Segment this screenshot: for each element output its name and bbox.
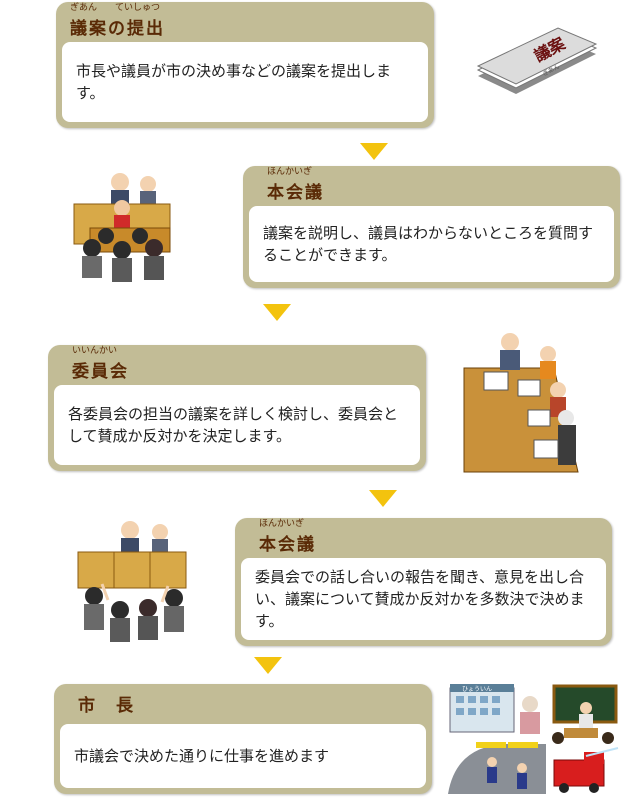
flow-arrow bbox=[263, 304, 291, 321]
city-services-illustration: ひょういん bbox=[446, 682, 622, 796]
plenary-assembly-illustration bbox=[70, 170, 180, 288]
step-title-ruby: いいんかい bbox=[72, 346, 129, 357]
committee-meeting-illustration bbox=[462, 328, 584, 476]
step-title-text: 本会議 bbox=[267, 178, 324, 203]
step-card-mayor: 市 長 市議会で決めた通りに仕事を進めます bbox=[54, 684, 432, 794]
step-title: いいんかい 委員会 bbox=[72, 345, 129, 383]
step-title-ruby: ぎあん ていしゅつ bbox=[70, 3, 165, 14]
step-title-text: 委員会 bbox=[72, 357, 129, 382]
step-description: 市長や議員が市の決め事などの議案を提出します。 bbox=[62, 42, 428, 122]
step-title-ruby: ほんかいぎ bbox=[259, 519, 316, 530]
step-description: 議案を説明し、議員はわからないところを質問することができます。 bbox=[249, 206, 614, 282]
step-card-plenary: ほんかいぎ 本会議 議案を説明し、議員はわからないところを質問することができます… bbox=[243, 166, 620, 288]
step-title-text: 市 長 bbox=[78, 691, 135, 716]
step-card-plenary-vote: ほんかいぎ 本会議 委員会での話し合いの報告を聞き、意見を出し合い、議案について… bbox=[235, 518, 612, 646]
bill-document-illustration: 議案 ぎあん bbox=[470, 18, 602, 100]
step-title: ぎあん ていしゅつ 議案の提出 bbox=[70, 2, 165, 40]
flow-arrow bbox=[360, 143, 388, 160]
step-description-text: 市議会で決めた通りに仕事を進めます bbox=[74, 745, 329, 767]
step-card-proposal: ぎあん ていしゅつ 議案の提出 市長や議員が市の決め事などの議案を提出します。 bbox=[56, 2, 434, 128]
building-sign: ひょういん bbox=[462, 686, 492, 693]
step-description-text: 各委員会の担当の議案を詳しく検討し、委員会として賛成か反対かを決定します。 bbox=[68, 403, 406, 447]
step-description-text: 委員会での話し合いの報告を聞き、意見を出し合い、議案について賛成か反対かを多数決… bbox=[255, 566, 592, 632]
step-title: ほんかいぎ 本会議 bbox=[267, 166, 324, 204]
step-description: 委員会での話し合いの報告を聞き、意見を出し合い、議案について賛成か反対かを多数決… bbox=[241, 558, 606, 640]
step-title-text: 議案の提出 bbox=[70, 14, 165, 39]
step-title-ruby: ほんかいぎ bbox=[267, 167, 324, 178]
step-description: 市議会で決めた通りに仕事を進めます bbox=[60, 724, 426, 788]
flow-arrow bbox=[254, 657, 282, 674]
step-title-text: 本会議 bbox=[259, 530, 316, 555]
step-description-text: 市長や議員が市の決め事などの議案を提出します。 bbox=[76, 60, 414, 104]
step-description: 各委員会の担当の議案を詳しく検討し、委員会として賛成か反対かを決定します。 bbox=[54, 385, 420, 465]
plenary-vote-illustration bbox=[74, 518, 192, 644]
step-description-text: 議案を説明し、議員はわからないところを質問することができます。 bbox=[263, 222, 600, 266]
step-title: 市 長 bbox=[78, 684, 135, 722]
step-card-committee: いいんかい 委員会 各委員会の担当の議案を詳しく検討し、委員会として賛成か反対か… bbox=[48, 345, 426, 471]
flow-arrow bbox=[369, 490, 397, 507]
step-title: ほんかいぎ 本会議 bbox=[259, 518, 316, 556]
